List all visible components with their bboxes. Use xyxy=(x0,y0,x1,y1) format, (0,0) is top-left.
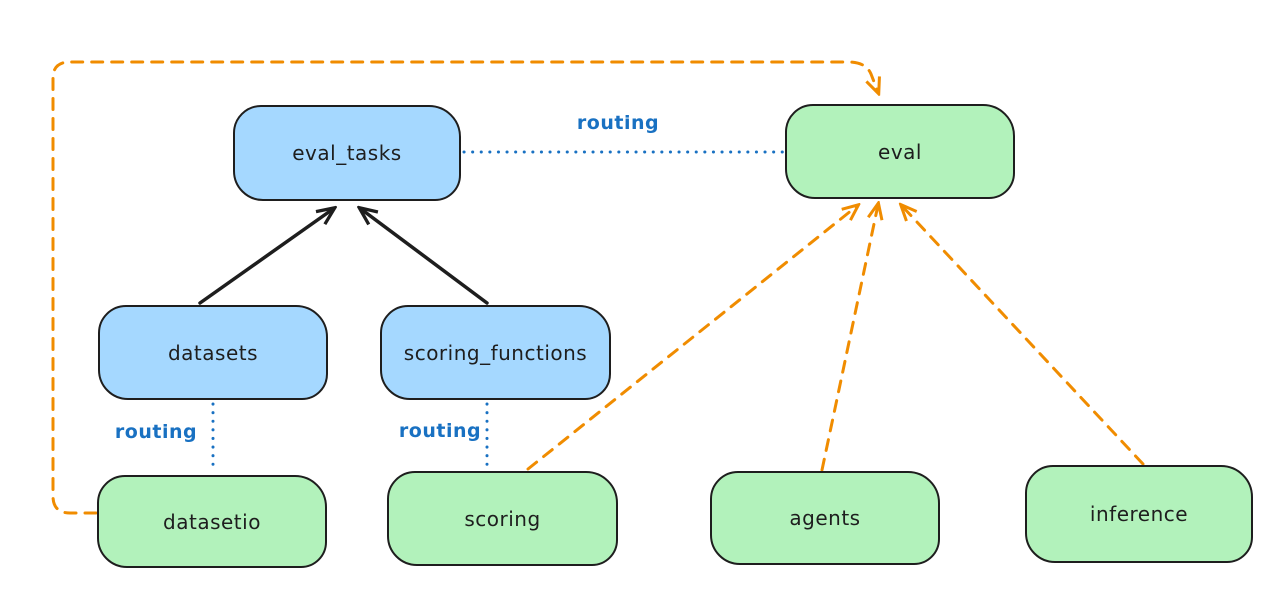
edge-scoring-functions-to-eval-tasks xyxy=(361,209,489,305)
edge-scoring-to-eval xyxy=(526,206,857,471)
node-inference: inference xyxy=(1025,465,1253,563)
edge-label-routing-scoring-functions-scoring: routing xyxy=(398,420,482,442)
edge-datasets-to-eval-tasks xyxy=(198,209,333,305)
node-datasets: datasets xyxy=(98,305,328,400)
edge-agents-to-eval xyxy=(820,205,878,472)
edge-datasetio-to-eval xyxy=(51,60,878,515)
node-eval: eval xyxy=(785,104,1015,199)
node-datasetio: datasetio xyxy=(97,475,327,568)
node-eval-tasks: eval_tasks xyxy=(233,105,461,201)
node-scoring-functions: scoring_functions xyxy=(380,305,611,400)
edge-inference-to-eval xyxy=(902,206,1145,466)
edge-label-routing-datasets-datasetio: routing xyxy=(114,421,198,443)
edge-label-routing-eval-tasks-eval: routing xyxy=(576,112,660,134)
node-agents: agents xyxy=(710,471,940,565)
node-scoring: scoring xyxy=(387,471,618,566)
